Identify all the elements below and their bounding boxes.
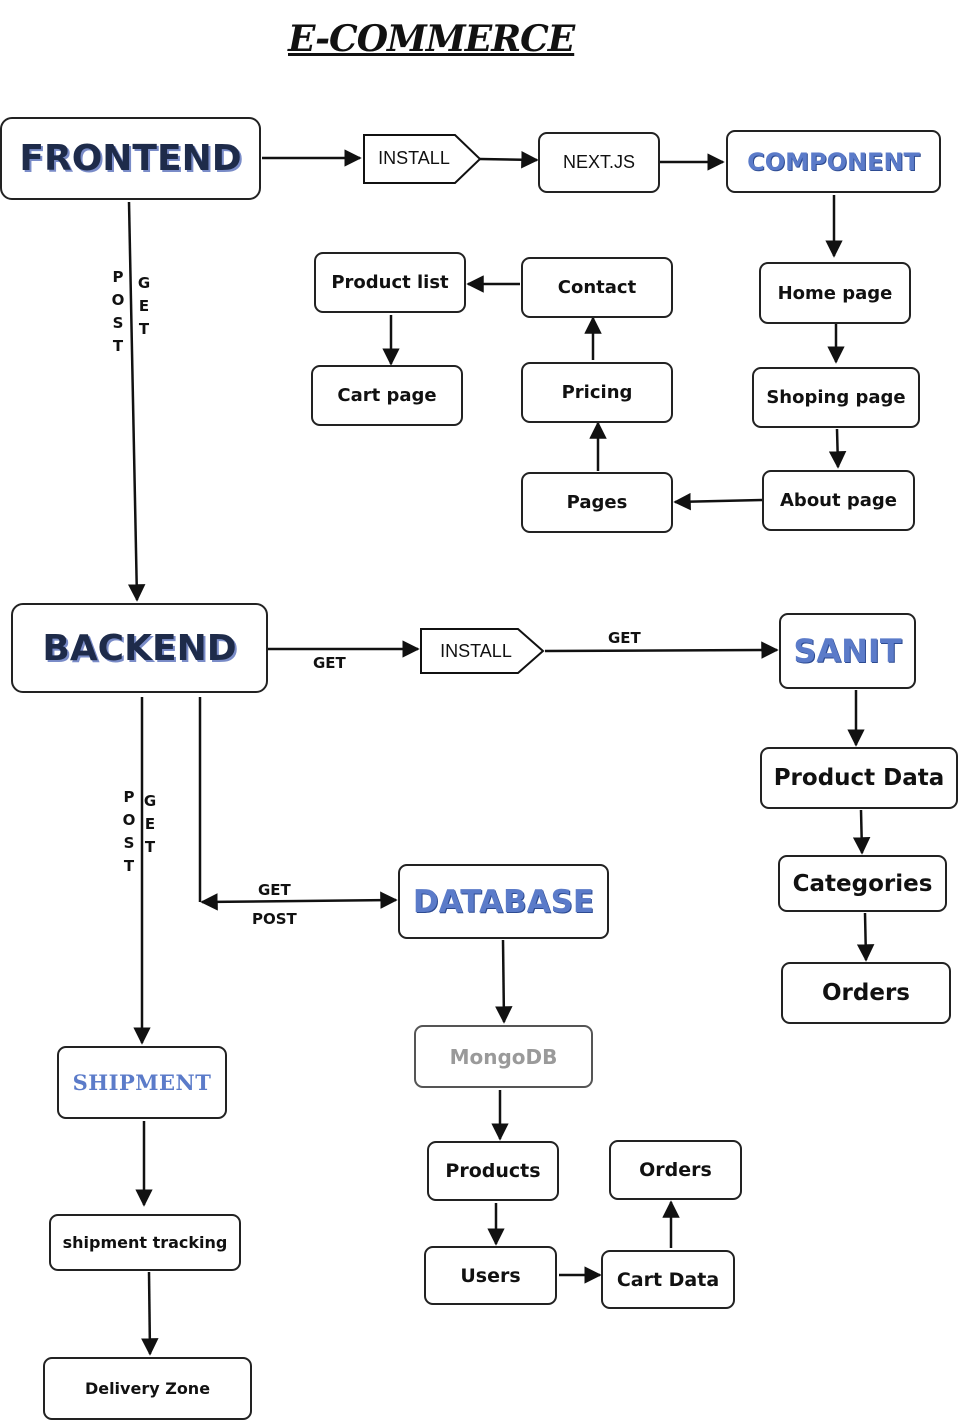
edge-label-install-sanit-get: GET bbox=[608, 629, 641, 647]
node-cart-page[interactable]: Cart page bbox=[311, 365, 463, 426]
node-categories[interactable]: Categories bbox=[778, 855, 947, 912]
node-home-page[interactable]: Home page bbox=[759, 262, 911, 324]
node-product-data-label: Product Data bbox=[773, 765, 945, 791]
node-about-page-label: About page bbox=[780, 490, 897, 511]
node-product-data[interactable]: Product Data bbox=[760, 747, 958, 809]
node-shipment-label: SHIPMENT bbox=[72, 1070, 212, 1095]
node-sanit[interactable]: SANIT bbox=[779, 613, 916, 689]
install-back-shape bbox=[420, 628, 545, 674]
node-frontend-label: FRONTEND bbox=[19, 138, 242, 179]
node-products-label: Products bbox=[445, 1160, 541, 1182]
node-product-list[interactable]: Product list bbox=[314, 252, 466, 313]
node-orders-db[interactable]: Orders bbox=[609, 1140, 742, 1200]
page-title: E-COMMERCE bbox=[288, 18, 575, 60]
node-users[interactable]: Users bbox=[424, 1246, 557, 1305]
node-orders-db-label: Orders bbox=[639, 1159, 712, 1181]
install-front-shape bbox=[363, 134, 482, 184]
node-database[interactable]: DATABASE bbox=[398, 864, 609, 939]
node-pricing-label: Pricing bbox=[561, 382, 633, 403]
edge-frontend-backend bbox=[127, 201, 146, 602]
node-contact-label: Contact bbox=[557, 277, 637, 298]
node-backend[interactable]: BACKEND bbox=[11, 603, 268, 693]
node-users-label: Users bbox=[460, 1264, 521, 1287]
node-contact[interactable]: Contact bbox=[521, 257, 673, 318]
node-home-page-label: Home page bbox=[777, 282, 893, 304]
edge-categories-orders bbox=[856, 912, 875, 962]
node-product-list-label: Product list bbox=[331, 272, 449, 293]
node-cart-data[interactable]: Cart Data bbox=[601, 1250, 735, 1309]
edge-label-backend-install-get: GET bbox=[313, 654, 346, 672]
edge-shoping-about bbox=[828, 428, 847, 469]
node-backend-label: BACKEND bbox=[42, 627, 237, 669]
edge-label-get-front: GET bbox=[137, 274, 151, 338]
node-component-label: COMPONENT bbox=[747, 147, 920, 176]
node-install-front[interactable]: INSTALL bbox=[378, 147, 450, 168]
node-shipment[interactable]: SHIPMENT bbox=[57, 1046, 227, 1119]
node-products[interactable]: Products bbox=[427, 1141, 559, 1201]
node-frontend[interactable]: FRONTEND bbox=[0, 117, 261, 200]
node-delivery-zone-label: Delivery Zone bbox=[84, 1379, 211, 1398]
node-shoping-page[interactable]: Shoping page bbox=[752, 367, 920, 428]
node-sanit-label: SANIT bbox=[793, 632, 902, 670]
node-nextjs-label: NEXT.JS bbox=[562, 152, 636, 172]
node-delivery-zone[interactable]: Delivery Zone bbox=[43, 1357, 252, 1420]
node-shipment-tracking[interactable]: shipment tracking bbox=[49, 1214, 241, 1271]
edge-productdata-categories bbox=[852, 809, 871, 855]
node-categories-label: Categories bbox=[792, 870, 933, 897]
node-shoping-page-label: Shoping page bbox=[766, 387, 906, 408]
node-shipment-tracking-label: shipment tracking bbox=[62, 1233, 228, 1252]
node-pages-label: Pages bbox=[566, 492, 628, 513]
edge-label-get-back: GET bbox=[143, 792, 157, 856]
node-pages[interactable]: Pages bbox=[521, 472, 673, 533]
node-mongodb-label: MongoDB bbox=[449, 1044, 558, 1069]
edge-database-mongodb bbox=[495, 939, 513, 1024]
node-pricing[interactable]: Pricing bbox=[521, 362, 673, 423]
node-nextjs[interactable]: NEXT.JS bbox=[538, 132, 660, 193]
edge-label-post-back: POST bbox=[122, 788, 136, 875]
node-install-back[interactable]: INSTALL bbox=[440, 640, 512, 661]
edge-about-pages bbox=[673, 492, 763, 511]
node-mongodb[interactable]: MongoDB bbox=[414, 1025, 593, 1088]
node-orders-sanit[interactable]: Orders bbox=[781, 962, 951, 1024]
node-cart-data-label: Cart Data bbox=[616, 1268, 720, 1291]
edge-tracking-delivery bbox=[141, 1271, 159, 1356]
edge-backend-database bbox=[200, 891, 398, 911]
edge-install-sanit bbox=[544, 641, 779, 659]
node-orders-sanit-label: Orders bbox=[822, 980, 910, 1006]
edge-label-post-front: POST bbox=[111, 268, 125, 355]
edge-label-db-post: POST bbox=[252, 910, 297, 928]
edge-label-db-get: GET bbox=[258, 881, 291, 899]
node-database-label: DATABASE bbox=[412, 883, 595, 920]
node-about-page[interactable]: About page bbox=[762, 470, 915, 531]
node-cart-page-label: Cart page bbox=[337, 385, 437, 406]
edge-install-nextjs bbox=[479, 150, 539, 169]
node-component[interactable]: COMPONENT bbox=[726, 130, 941, 193]
